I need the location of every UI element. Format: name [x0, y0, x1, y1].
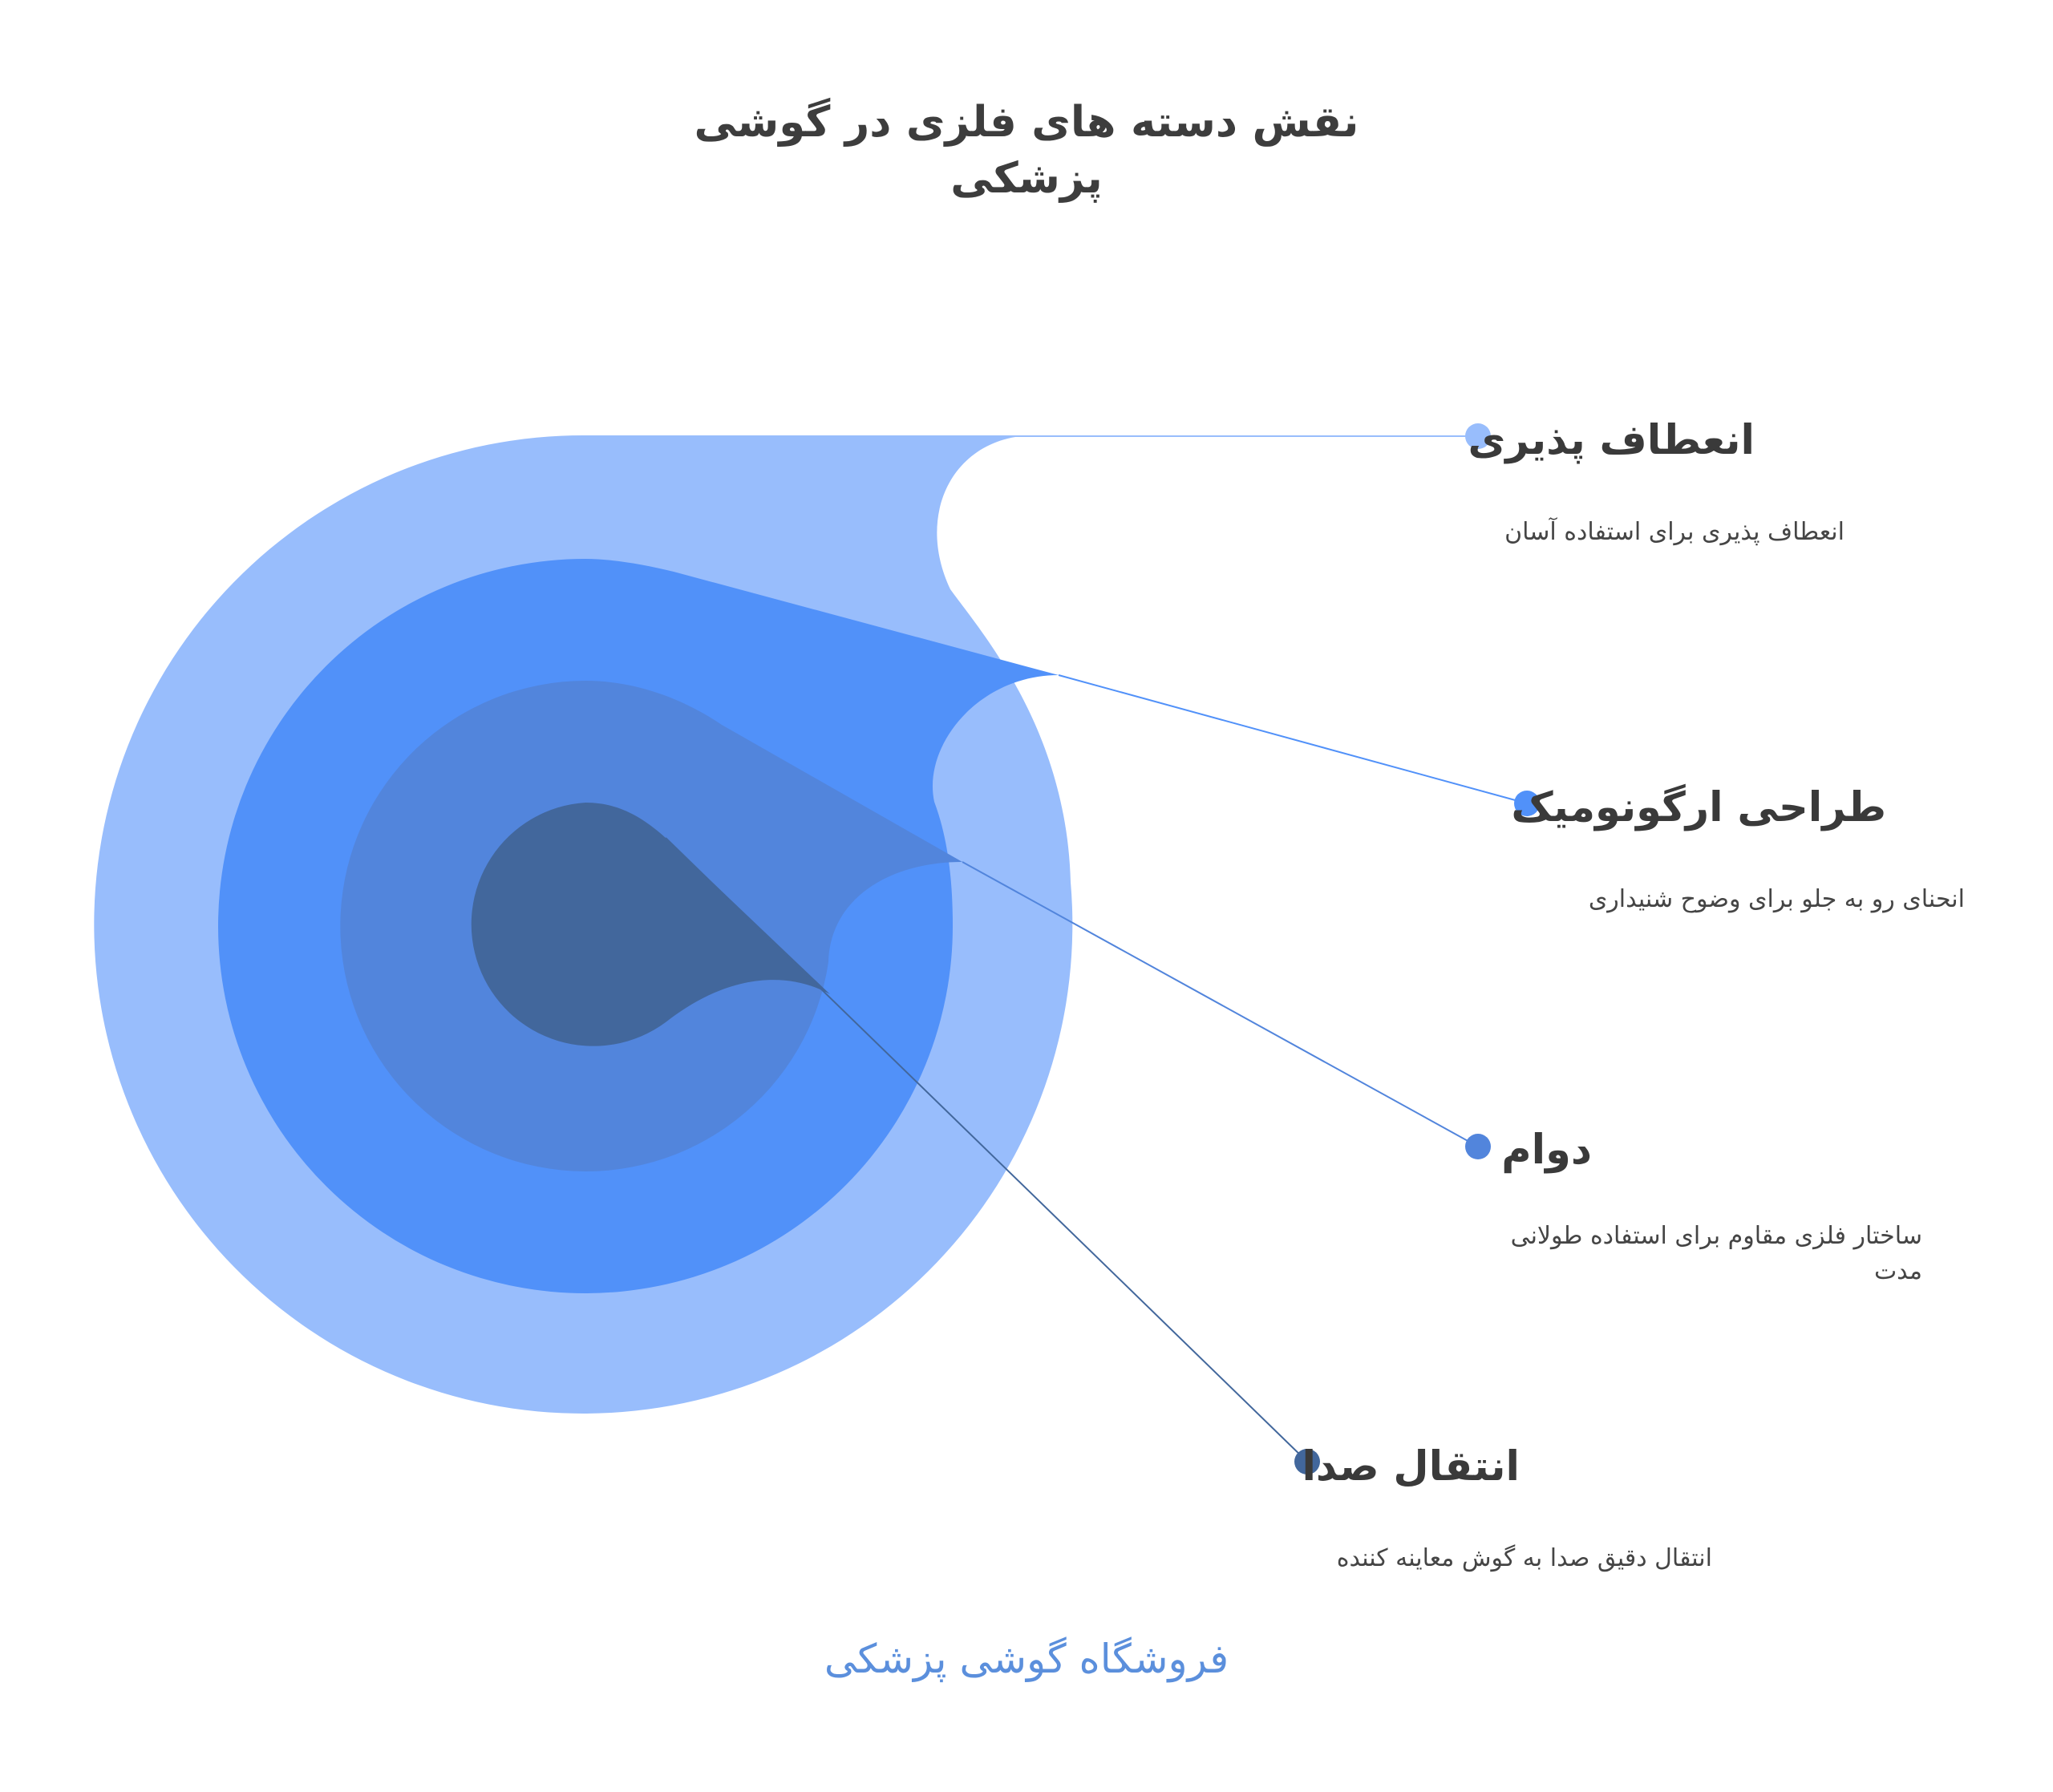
marker-dot-ergonomic	[1514, 791, 1540, 816]
description-sound: انتقال دقیق صدا به گوش معاینه کننده	[1336, 1544, 1712, 1572]
connector-line-sound	[665, 837, 1308, 1462]
description-durability: ساختار فلزی مقاوم برای استفاده طولانی مد…	[1510, 1222, 1922, 1285]
title-line-2: پزشکی	[950, 153, 1103, 203]
label-ergonomic: طراحی ارگونومیک	[1511, 784, 1886, 831]
label-sound: انتقال صدا	[1302, 1443, 1520, 1491]
description-ergonomic: انحنای رو به جلو برای وضوح شنیداری	[1588, 885, 1965, 913]
layer-shape-sound	[471, 803, 830, 1046]
title-line-1: نقش دسته های فلزی در گوشی	[694, 98, 1359, 147]
footer-brand: فروشگاه گوشی پزشکی	[824, 1636, 1229, 1682]
connector-line-durability	[962, 861, 1479, 1147]
connector-line-ergonomic	[1058, 674, 1528, 804]
marker-dot-durability	[1465, 1134, 1491, 1159]
marker-dot-flexibility	[1465, 423, 1491, 449]
label-flexibility: انعطاف پذیری	[1468, 417, 1755, 464]
diagram-title: نقش دسته های فلزی در گوشی پزشکی	[626, 95, 1427, 207]
description-flexibility: انعطاف پذیری برای استفاده آسان	[1504, 518, 1844, 546]
label-durability: دوام	[1501, 1127, 1592, 1174]
marker-dot-sound	[1294, 1449, 1320, 1474]
